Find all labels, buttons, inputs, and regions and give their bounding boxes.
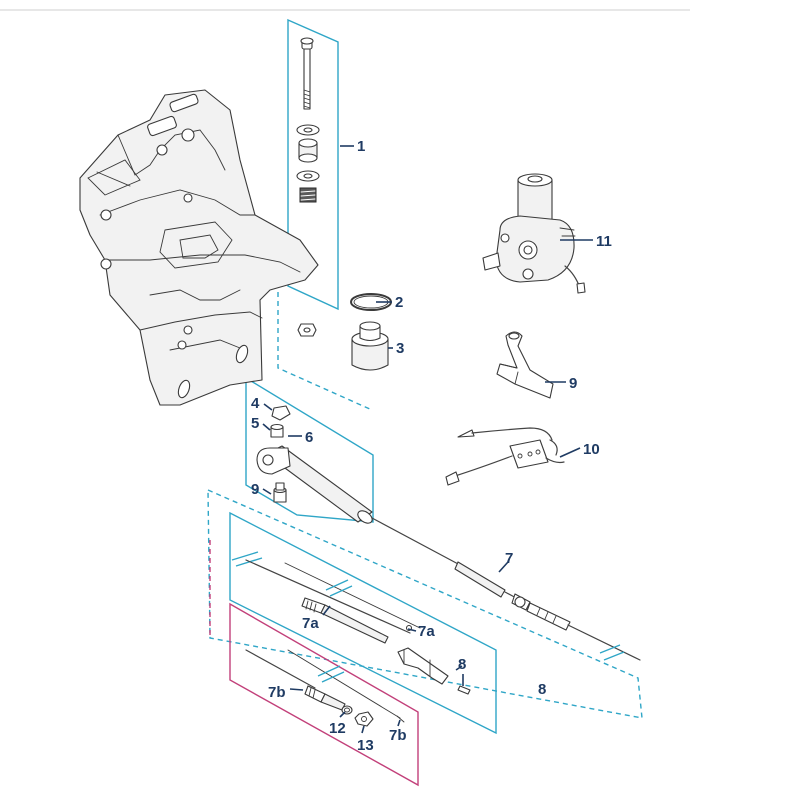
callout-12: 12 bbox=[329, 720, 346, 737]
callout-7b-right: 7b bbox=[389, 727, 407, 744]
frame-group-1 bbox=[287, 18, 339, 311]
power-steering-pump bbox=[482, 173, 586, 294]
callout-9-fitting: 9 bbox=[251, 481, 259, 498]
callout-13: 13 bbox=[357, 737, 374, 754]
callout-7b-left: 7b bbox=[268, 684, 286, 701]
frame-group-6 bbox=[245, 376, 374, 523]
callout-6: 6 bbox=[305, 429, 313, 446]
small-mounting-bracket bbox=[496, 331, 554, 399]
callout-10: 10 bbox=[583, 441, 600, 458]
frame-group-7b bbox=[229, 602, 419, 787]
callout-1: 1 bbox=[357, 138, 365, 155]
callout-3: 3 bbox=[396, 340, 404, 357]
callout-7a-left: 7a bbox=[302, 615, 319, 632]
callout-4: 4 bbox=[251, 395, 260, 412]
callout-2: 2 bbox=[395, 294, 403, 311]
bushing-cup bbox=[351, 321, 389, 371]
callout-leaders bbox=[262, 145, 593, 734]
mounting-bracket bbox=[79, 89, 319, 406]
callout-7a-right: 7a bbox=[418, 623, 435, 640]
hydraulic-cylinder bbox=[256, 405, 373, 524]
frame-group-7a bbox=[229, 511, 497, 735]
steering-cable bbox=[371, 517, 641, 661]
frame-group-1-dash bbox=[277, 292, 373, 411]
callout-9-bracket: 9 bbox=[569, 375, 577, 392]
sensor-harness bbox=[445, 427, 565, 486]
callout-5: 5 bbox=[251, 415, 259, 432]
callout-8-group: 8 bbox=[538, 681, 546, 698]
cable-7b-components bbox=[245, 649, 405, 727]
callout-8-bracket: 8 bbox=[458, 656, 466, 673]
bolt-stack-assembly bbox=[296, 37, 320, 337]
cable-7a-components bbox=[231, 551, 471, 695]
callout-7: 7 bbox=[505, 550, 513, 567]
callout-11: 11 bbox=[596, 233, 612, 250]
